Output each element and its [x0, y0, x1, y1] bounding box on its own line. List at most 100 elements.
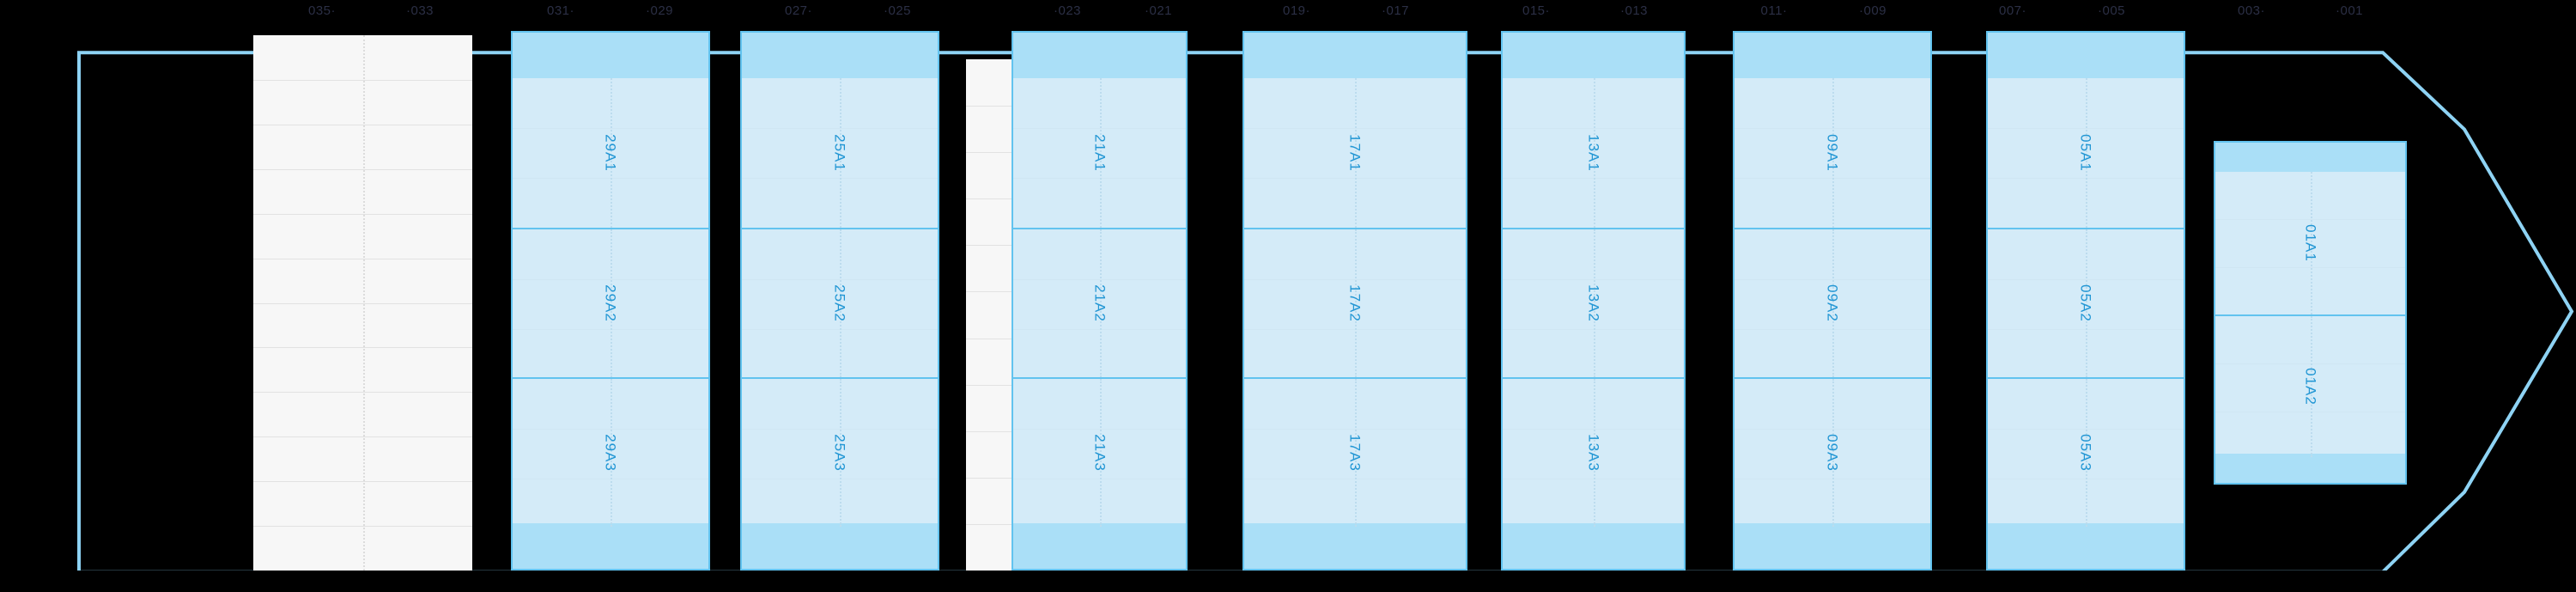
bay-13[interactable]: 13A1 13A2 13A3 [1501, 31, 1686, 571]
bay-21[interactable]: 21A1 21A2 21A3 [1012, 31, 1188, 571]
bay-tier[interactable]: 09A3 [1735, 377, 1930, 527]
bay-tier[interactable]: 13A2 [1503, 228, 1684, 377]
bay-tier-label: 29A2 [602, 284, 619, 322]
tier-center-line [1832, 78, 1834, 228]
bay-05[interactable]: 05A1 05A2 05A3 [1986, 31, 2185, 571]
ghost-block-33 [253, 35, 472, 571]
tier-center-line [1099, 229, 1102, 377]
bay-tier-label: 13A2 [1585, 284, 1601, 322]
bay-tier[interactable]: 13A1 [1503, 78, 1684, 228]
ruler-tick: 031· [546, 3, 575, 18]
bay-tier[interactable]: 09A2 [1735, 228, 1930, 377]
tier-center-line [1355, 379, 1357, 527]
bay-tier[interactable]: 25A3 [742, 377, 938, 527]
bay-tier[interactable]: 25A1 [742, 78, 938, 228]
tier-center-line [2086, 379, 2087, 527]
bay-deck-cap-bottom [1735, 523, 1930, 569]
bay-tier[interactable]: 29A3 [513, 377, 708, 527]
bay-tier-label: 29A3 [602, 434, 619, 472]
bay-deck-cap-bottom [1013, 523, 1186, 569]
bay-tier[interactable]: 01A1 [2215, 172, 2405, 314]
ghost-center-line [362, 35, 365, 571]
bay-tier[interactable]: 25A2 [742, 228, 938, 377]
bay-tier-label: 17A2 [1346, 284, 1364, 322]
ruler-tick: ·017 [1381, 3, 1410, 18]
tier-center-line [840, 78, 841, 228]
tier-center-line [2086, 229, 2087, 377]
bay-tier[interactable]: 21A1 [1013, 78, 1186, 228]
ruler-tick: ·029 [645, 3, 674, 18]
bay-tier-label: 05A3 [2077, 434, 2094, 472]
ruler-tick: ·005 [2097, 3, 2126, 18]
bay-tier[interactable]: 13A3 [1503, 377, 1684, 527]
bay-deck-cap-top [1013, 33, 1186, 78]
bay-tier[interactable]: 01A2 [2215, 314, 2405, 457]
tier-center-line [611, 229, 612, 377]
bay-tier[interactable]: 29A2 [513, 228, 708, 377]
tier-center-line [1355, 78, 1357, 228]
tier-center-line [1593, 229, 1595, 377]
ruler-tick: ·001 [2335, 3, 2364, 18]
ruler-tick: 019· [1282, 3, 1311, 18]
tier-center-line [1355, 229, 1357, 377]
bay-deck-cap-top [1503, 33, 1684, 78]
tier-center-line [1832, 229, 1834, 377]
bay-tier-label: 25A1 [831, 134, 848, 172]
bay-tier-label: 13A1 [1585, 134, 1601, 172]
bay-tier-label: 05A1 [2077, 134, 2094, 172]
bay-25[interactable]: 25A1 25A2 25A3 [740, 31, 939, 571]
bay-tier-label: 21A2 [1091, 284, 1108, 322]
ruler-tick: ·033 [405, 3, 434, 18]
bay-tier-label: 13A3 [1585, 434, 1601, 472]
bay-container: 29A1 29A2 29A3 25A1 25A2 25A3 21A1 21A2 21A3 17A1… [0, 21, 2576, 571]
bay-tier[interactable]: 29A1 [513, 78, 708, 228]
ruler-tick: 007· [1998, 3, 2027, 18]
bay-tier-label: 29A1 [602, 134, 619, 172]
bay-tier[interactable]: 05A1 [1988, 78, 2184, 228]
bay-deck-cap-top [1988, 33, 2184, 78]
bay-deck-cap-bottom [742, 523, 938, 569]
bay-01[interactable]: 01A1 01A2 [2214, 141, 2407, 485]
bay-deck-cap-bottom [1988, 523, 2184, 569]
bay-tier-label: 01A2 [2302, 368, 2318, 406]
bay-tier-label: 21A1 [1091, 134, 1108, 172]
bay-tier[interactable]: 17A3 [1244, 377, 1466, 527]
bay-09[interactable]: 09A1 09A2 09A3 [1733, 31, 1932, 571]
tier-center-line [2310, 172, 2312, 314]
bay-tier-label: 25A2 [831, 284, 848, 322]
bay-deck-cap-top [1735, 33, 1930, 78]
bay-17[interactable]: 17A1 17A2 17A3 [1242, 31, 1467, 571]
tier-center-line [611, 379, 612, 527]
ruler-tick: ·009 [1858, 3, 1887, 18]
bay-tier[interactable]: 05A2 [1988, 228, 2184, 377]
bay-tier[interactable]: 21A3 [1013, 377, 1186, 527]
ruler-tick: 003· [2237, 3, 2266, 18]
bay-tier[interactable]: 09A1 [1735, 78, 1930, 228]
bay-tier-label: 17A3 [1346, 434, 1364, 472]
ruler-tick: ·023 [1053, 3, 1082, 18]
bay-tier-label: 01A1 [2302, 224, 2318, 262]
bay-tier[interactable]: 17A2 [1244, 228, 1466, 377]
bay-deck-cap-top [513, 33, 708, 78]
bay-deck-cap-top [742, 33, 938, 78]
bay-tier[interactable]: 05A3 [1988, 377, 2184, 527]
bay-deck-cap-top [1244, 33, 1466, 78]
bay-tier[interactable]: 17A1 [1244, 78, 1466, 228]
bay-deck-cap-bottom [1244, 523, 1466, 569]
ruler-tick: 035· [307, 3, 337, 18]
tier-center-line [611, 78, 612, 228]
bay-29[interactable]: 29A1 29A2 29A3 [511, 31, 710, 571]
ruler-tick: ·025 [883, 3, 912, 18]
tier-center-line [1099, 78, 1102, 228]
bay-tier-label: 09A1 [1824, 134, 1841, 172]
tier-center-line [2310, 316, 2312, 457]
bay-tier-label: 09A3 [1824, 434, 1841, 472]
tier-center-line [840, 379, 841, 527]
bay-deck-cap-bottom [2215, 454, 2405, 483]
tier-center-line [2086, 78, 2087, 228]
bay-tier-label: 09A2 [1824, 284, 1841, 322]
bay-tier[interactable]: 21A2 [1013, 228, 1186, 377]
ruler-tick: ·013 [1619, 3, 1649, 18]
